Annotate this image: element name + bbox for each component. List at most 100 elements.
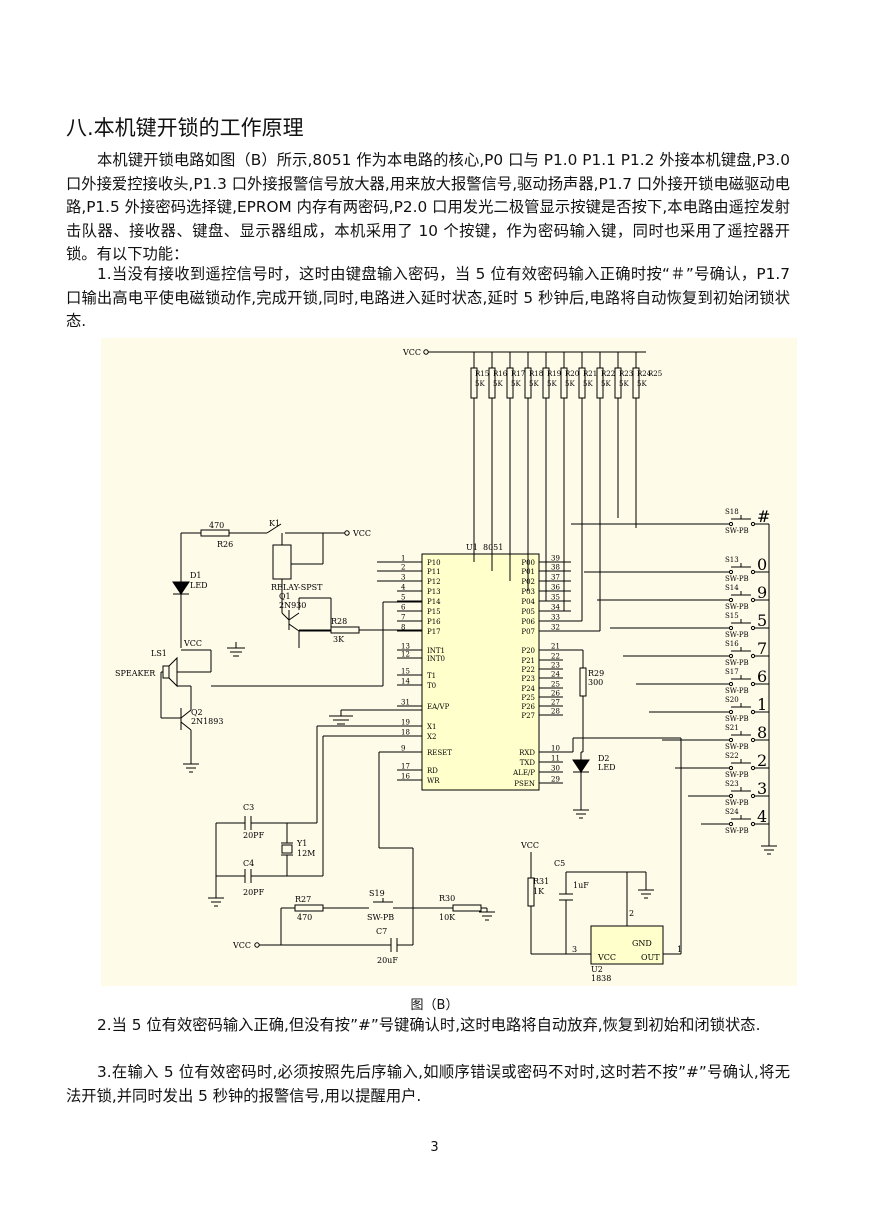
u1-pin-number: 8 (401, 624, 405, 632)
u1-pin-name: TXD (520, 759, 536, 767)
switch-ref: S24 (725, 808, 739, 816)
switch-type: SW-PB (725, 827, 749, 835)
switch-type: SW-PB (725, 799, 749, 807)
switch-key-label: 2 (757, 751, 767, 770)
u1-pin-number: 27 (551, 699, 560, 707)
ls1-ref: LS1 (151, 649, 167, 658)
u1-pin-number: 25 (551, 681, 560, 689)
resistor-ref: R25 (648, 370, 662, 378)
k1-ref: K1 (269, 519, 280, 528)
resistor-ref: R23 (619, 370, 633, 378)
u1-pin-number: 11 (551, 755, 560, 763)
switch-key-label: 6 (757, 667, 767, 686)
switch-type: SW-PB (725, 687, 749, 695)
switch-ref: S16 (725, 640, 739, 648)
relay-label: RELAY-SPST (271, 583, 323, 592)
r31-ref: R31 (533, 877, 549, 886)
r29-ref: R29 (588, 669, 604, 678)
switch-ref: S15 (725, 612, 739, 620)
resistor-ref: R18 (529, 370, 543, 378)
resistor-ref: R15 (475, 370, 489, 378)
u1-pin-name: PSEN (514, 780, 535, 788)
u2-part: 1838 (591, 974, 611, 983)
u1-pin-name: RESET (427, 749, 452, 757)
u1-pin-name: RD (427, 767, 438, 775)
u1-pin-number: 28 (551, 708, 560, 716)
d2-led: LED (598, 763, 616, 772)
switch-type: SW-PB (725, 603, 749, 611)
u1-pin-name: P03 (521, 588, 535, 596)
u1-pin-name: P11 (427, 568, 441, 576)
u1-pin-number: 26 (551, 690, 560, 698)
c5-value: 1uF (573, 881, 589, 890)
r26-value: 470 (209, 521, 224, 530)
switch-ref: S14 (725, 584, 739, 592)
resistor-ref: R20 (565, 370, 579, 378)
c3-ref: C3 (243, 803, 254, 812)
u1-pin-number: 23 (551, 662, 560, 670)
u1-pin-number: 35 (551, 594, 560, 602)
c3-value: 20PF (243, 831, 265, 840)
switch-type: SW-PB (725, 527, 749, 535)
u1-pin-number: 39 (551, 555, 560, 563)
u1-left-pins: 1P102P113P124P135P146P157P168P1713INT112… (397, 555, 452, 785)
u2-pin2: 2 (629, 909, 634, 918)
switch-ref: S21 (725, 724, 739, 732)
resistor-ref: R24 (637, 370, 652, 378)
u1-pin-name: T1 (427, 672, 436, 680)
c5-ref: C5 (554, 859, 565, 868)
resistor-value: 5K (475, 380, 485, 388)
r29-value: 300 (588, 678, 603, 687)
resistor-value: 5K (583, 380, 593, 388)
r30-value: 10K (439, 913, 456, 922)
u1-pin-name: P27 (521, 712, 535, 720)
r28-value: 3K (333, 635, 345, 644)
u1-pin-number: 22 (551, 653, 560, 661)
switch-key-label: 7 (757, 639, 767, 658)
u1-pin-number: 7 (401, 614, 405, 622)
u1-pin-number: 24 (551, 671, 560, 679)
u1-pin-number: 33 (551, 614, 560, 622)
switch-type: SW-PB (725, 743, 749, 751)
keypad-switches: S18SW-PB#S13SW-PB0S14SW-PB9S15SW-PB5S16S… (571, 507, 770, 835)
u1-pin-name: P05 (521, 608, 535, 616)
speaker-label: SPEAKER (115, 669, 156, 678)
vcc-top-label: VCC (402, 348, 421, 357)
r28-ref: R28 (331, 617, 347, 626)
u1-pin-name: P24 (521, 685, 535, 693)
u1-part: 8051 (483, 543, 503, 552)
u1-pin-name: P16 (427, 618, 441, 626)
figure-caption: 图（B） (410, 998, 459, 1013)
u1-pin-name: P06 (521, 618, 535, 626)
u1-pin-number: 34 (551, 604, 560, 612)
resistor-ref: R21 (583, 370, 597, 378)
u1-pin-name: WR (427, 777, 440, 785)
u1-pin-name: P22 (521, 666, 535, 674)
resistor-value: 5K (511, 380, 521, 388)
switch-key-label: 9 (757, 583, 767, 602)
resistor-value: 5K (601, 380, 611, 388)
r30-ref: R30 (439, 894, 455, 903)
u1-pin-number: 10 (551, 745, 560, 753)
u1-pin-name: P26 (521, 703, 535, 711)
u1-pin-name: P15 (427, 608, 441, 616)
u1-pin-name: T0 (427, 682, 436, 690)
u1-pin-number: 14 (401, 678, 410, 686)
u1-pin-number: 5 (401, 594, 405, 602)
switch-ref: S17 (725, 668, 739, 676)
q1-ref: Q1 (279, 592, 291, 601)
reset-vcc: VCC (232, 941, 251, 950)
switch-key-label: 0 (757, 555, 767, 574)
d1-led: LED (190, 581, 208, 590)
resistor-value: 5K (493, 380, 503, 388)
u1-pin-number: 29 (551, 776, 560, 784)
switch-ref: S18 (725, 508, 739, 516)
pullup-resistor-array: R155KR165KR175KR185KR195KR205KR215KR225K… (470, 352, 662, 399)
u2-gnd-pin: GND (632, 939, 652, 948)
intro-paragraph: 本机键开锁电路如图（B）所示,8051 作为本电路的核心,P0 口与 P1.0 … (66, 151, 790, 264)
resistor-ref: R22 (601, 370, 615, 378)
u1-pin-name: P20 (521, 647, 535, 655)
r27-ref: R27 (295, 895, 311, 904)
u1-pin-number: 3 (401, 574, 405, 582)
u1-pin-name: P21 (521, 657, 535, 665)
